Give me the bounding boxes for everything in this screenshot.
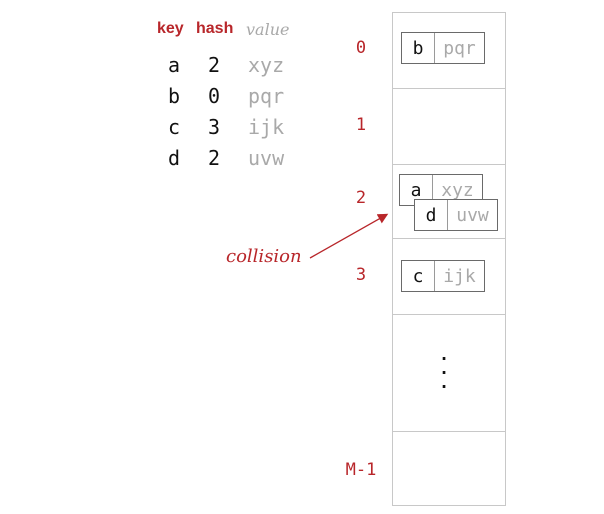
row-b-value: pqr: [248, 84, 285, 108]
header-value: value: [246, 20, 290, 39]
bucket-index-2: 2: [355, 188, 367, 208]
entry-value: ijk: [443, 265, 476, 287]
bucket-divider: [392, 314, 506, 315]
row-d-hash: 2: [208, 146, 221, 170]
bucket-2-entry-second: d uvw: [414, 199, 498, 231]
entry-key: a: [400, 175, 433, 205]
collision-label: collision: [226, 246, 302, 267]
header-hash: hash: [196, 20, 234, 37]
row-a-value: xyz: [248, 53, 285, 77]
row-b-hash: 0: [208, 84, 221, 108]
entry-key: c: [402, 261, 435, 291]
bucket-0-entry: b pqr: [401, 32, 485, 64]
bucket-index-1: 1: [355, 115, 367, 135]
bucket-index-m-1: M-1: [345, 460, 377, 480]
bucket-3-entry: c ijk: [401, 260, 485, 292]
ellipsis-icon: ···: [439, 341, 449, 400]
row-d-value: uvw: [248, 146, 285, 170]
bucket-divider: [392, 88, 506, 89]
row-a-key: a: [168, 53, 181, 77]
row-c-hash: 3: [208, 115, 221, 139]
row-b-key: b: [168, 84, 181, 108]
bucket-divider: [392, 164, 506, 165]
bucket-divider: [392, 238, 506, 239]
entry-value: xyz: [441, 179, 474, 201]
bucket-index-0: 0: [355, 38, 367, 58]
row-c-value: ijk: [248, 115, 285, 139]
hash-table-array: [392, 12, 506, 506]
entry-key: b: [402, 33, 435, 63]
entry-value: uvw: [456, 204, 489, 226]
entry-value: pqr: [443, 37, 476, 59]
row-c-key: c: [168, 115, 181, 139]
row-a-hash: 2: [208, 53, 221, 77]
header-key: key: [157, 20, 184, 37]
bucket-divider: [392, 431, 506, 432]
bucket-index-3: 3: [355, 265, 367, 285]
row-d-key: d: [168, 146, 181, 170]
entry-key: d: [415, 200, 448, 230]
